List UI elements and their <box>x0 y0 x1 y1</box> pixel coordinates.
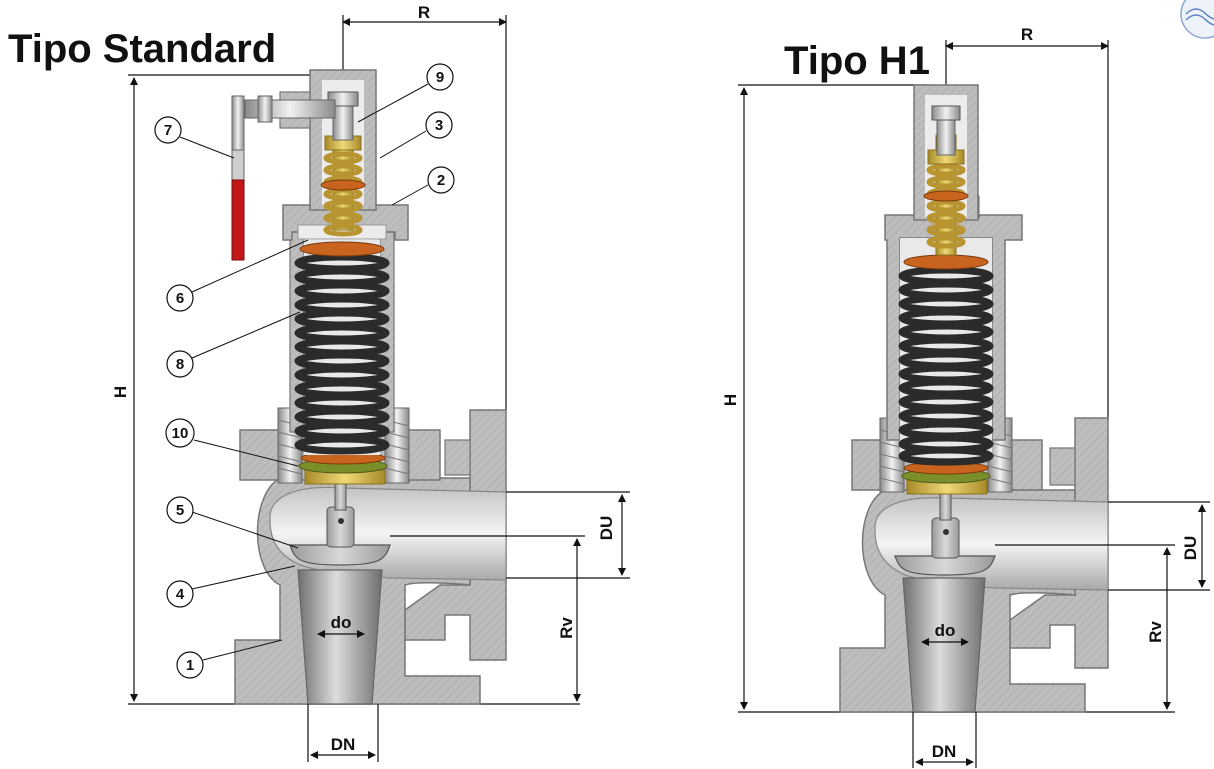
dim-r: R <box>342 3 507 410</box>
callout-10: 10 <box>165 418 299 467</box>
h1-dim-du-label: DU <box>1181 536 1200 561</box>
title-tipo-standard: Tipo Standard <box>8 27 276 71</box>
dim-dn-label: DN <box>331 735 356 754</box>
callout-5: 5 <box>166 496 299 549</box>
svg-text:6: 6 <box>176 290 184 307</box>
svg-text:10: 10 <box>172 425 189 442</box>
h1-dim-do: do <box>921 621 969 646</box>
svg-text:5: 5 <box>176 502 184 519</box>
dim-du-label: DU <box>597 516 616 541</box>
callout-8: 8 <box>166 311 301 378</box>
callout-1: 1 <box>176 639 283 679</box>
callout-9: 9 <box>357 63 454 123</box>
callout-4: 4 <box>166 565 296 608</box>
svg-text:4: 4 <box>176 586 185 603</box>
svg-text:7: 7 <box>164 122 172 139</box>
h1-dim-h-label: H <box>721 394 740 406</box>
h1-dim-dn-label: DN <box>932 742 957 761</box>
callout-7: 7 <box>154 116 235 159</box>
h1-main-spring <box>902 270 990 462</box>
h1-dim-r-label: R <box>1021 25 1033 44</box>
callout-2: 2 <box>391 166 455 206</box>
svg-text:2: 2 <box>437 172 445 189</box>
h1-dim-rv: Rv <box>995 544 1175 710</box>
h1-dim-rv-label: Rv <box>1146 621 1165 643</box>
main-spring <box>298 257 386 451</box>
dim-do-label: do <box>331 613 352 632</box>
dim-dn: DN <box>307 704 379 762</box>
h1-dim-dn: DN <box>912 712 977 768</box>
svg-text:3: 3 <box>435 117 443 134</box>
view-tipo-standard: Tipo Standard R H <box>8 3 630 762</box>
view-tipo-h1: Tipo H1 R H <box>721 25 1210 768</box>
callouts: 9 3 7 2 6 <box>154 63 455 679</box>
h1-dim-r: R <box>945 25 1109 420</box>
dim-r-label: R <box>418 3 430 22</box>
dim-h-label: H <box>111 386 130 398</box>
dim-rv: Rv <box>390 535 585 702</box>
dim-du: DU <box>506 491 630 579</box>
svg-text:8: 8 <box>176 356 184 373</box>
dim-rv-label: Rv <box>557 617 576 639</box>
svg-text:9: 9 <box>436 69 444 86</box>
dim-do: do <box>317 613 365 638</box>
logo-partial <box>1180 0 1214 39</box>
h1-dim-do-label: do <box>935 621 956 640</box>
h1-dim-du: DU <box>1108 501 1210 591</box>
svg-text:1: 1 <box>186 657 194 674</box>
callout-6: 6 <box>166 239 309 312</box>
title-tipo-h1: Tipo H1 <box>784 39 930 83</box>
callout-3: 3 <box>379 111 453 159</box>
